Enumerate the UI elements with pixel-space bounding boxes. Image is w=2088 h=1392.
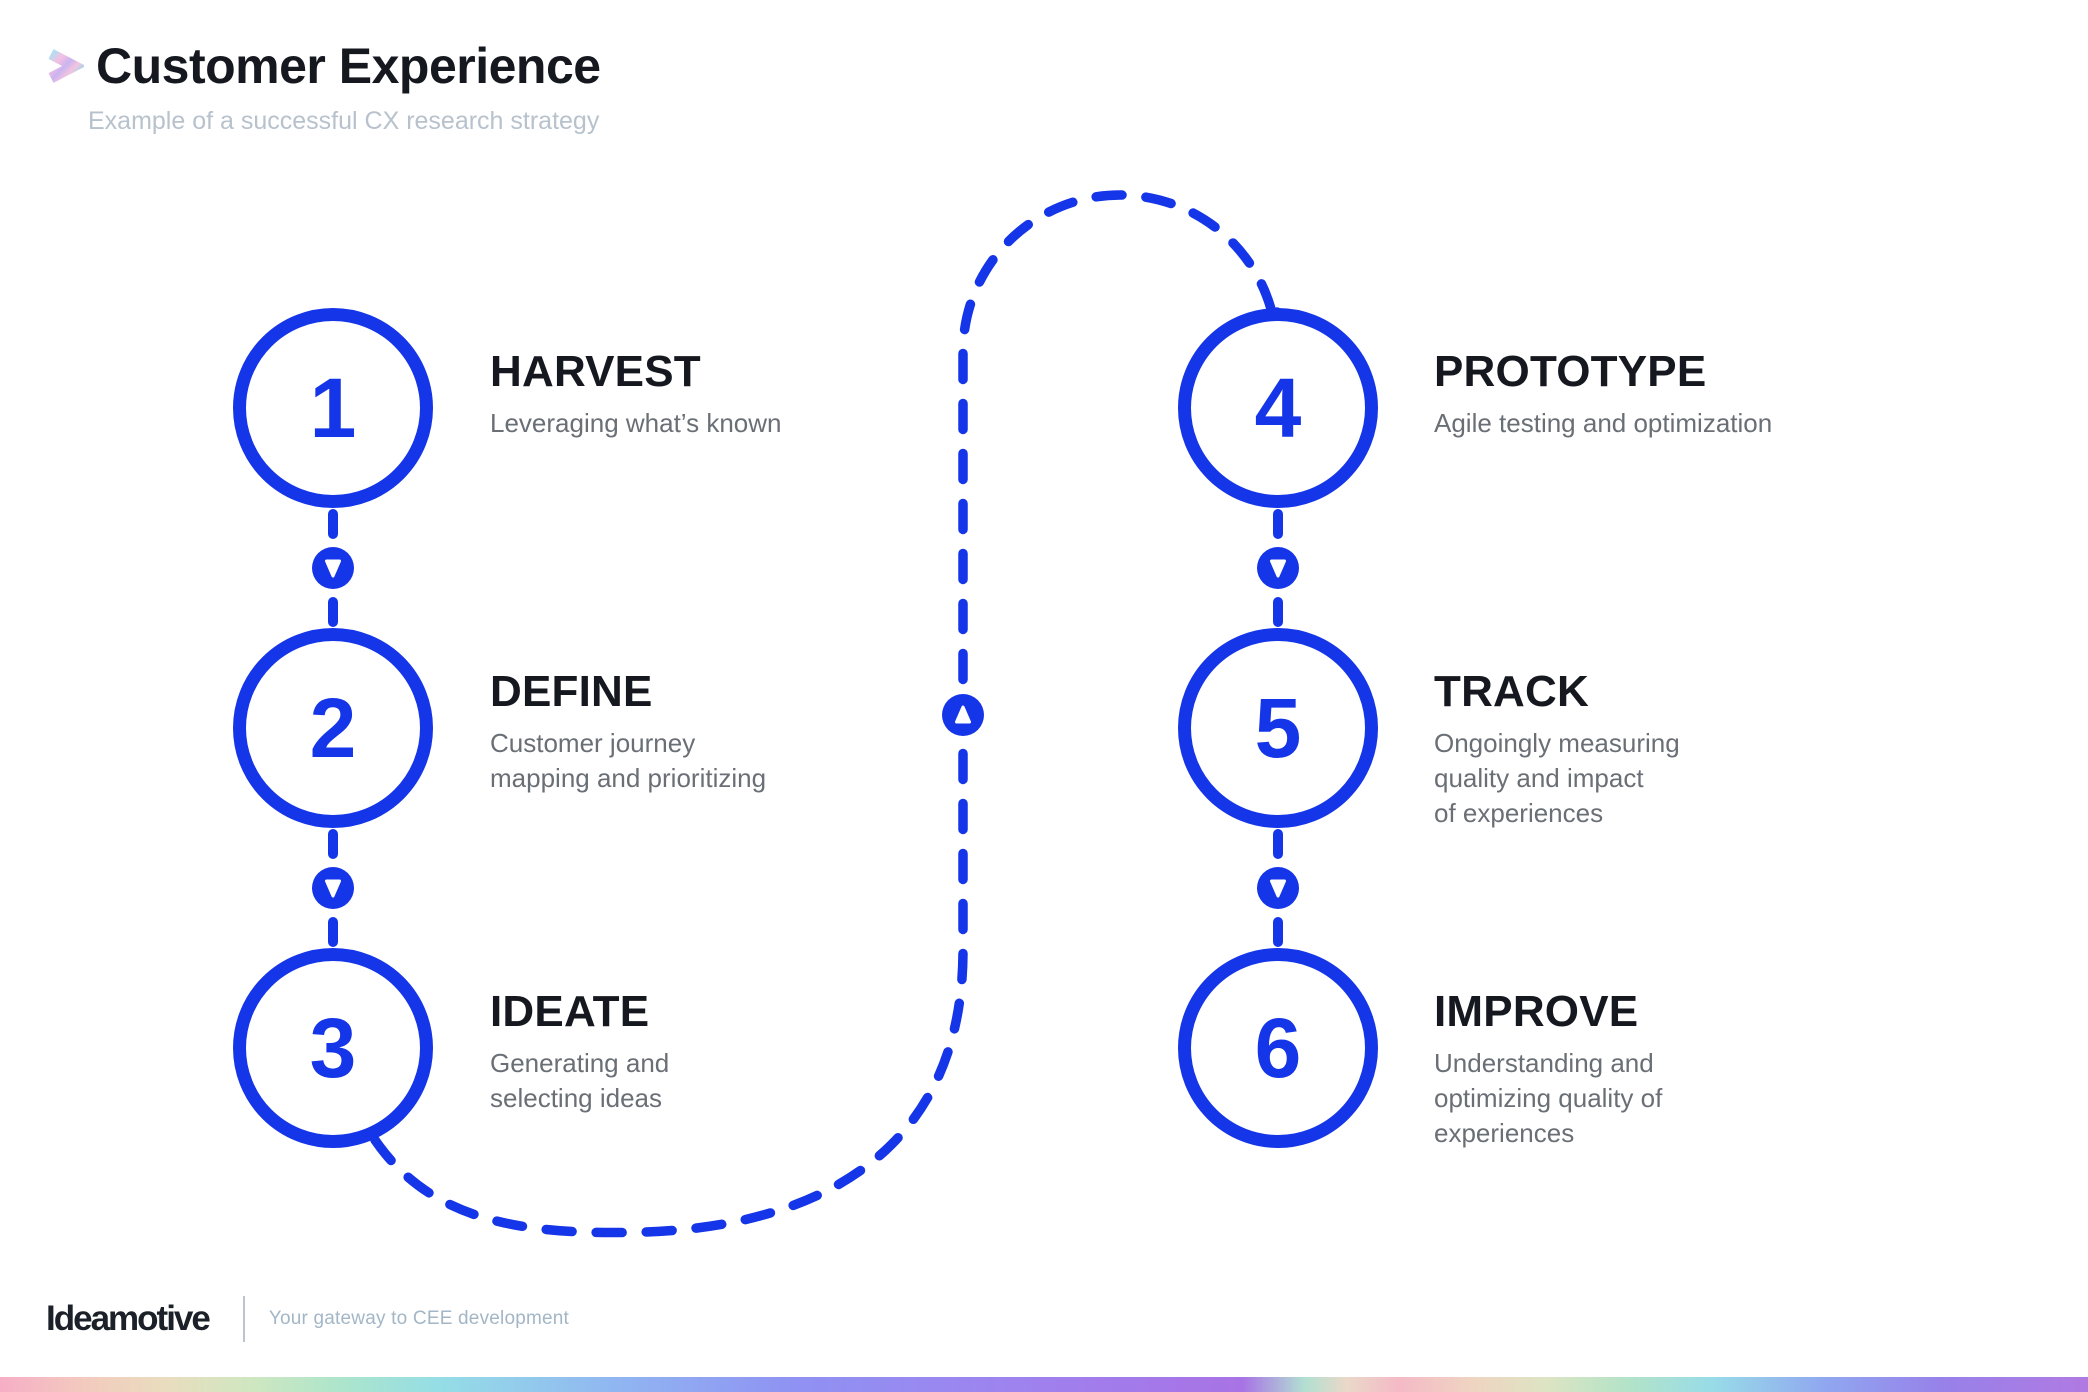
step-text-track: TRACK Ongoingly measuring quality and im… (1434, 666, 1854, 831)
step-number: 2 (309, 681, 357, 775)
arrow-down-dot-icon (1257, 547, 1299, 589)
step-desc-line: Understanding and (1434, 1048, 1654, 1078)
step-desc-line: experiences (1434, 1118, 1575, 1148)
step-desc-line: quality and impact (1434, 763, 1644, 793)
step-circle-2: 2 (233, 628, 433, 828)
step-title: DEFINE (490, 667, 653, 716)
step-circle-5: 5 (1178, 628, 1378, 828)
step-number: 1 (309, 361, 357, 455)
footer-tagline: Your gateway to CEE development (268, 1308, 570, 1329)
step-desc-line: Customer journey (490, 728, 696, 758)
holographic-chevron-right-icon (48, 49, 84, 84)
step-text-define: DEFINE Customer journey mapping and prio… (490, 666, 910, 796)
step-desc-line: mapping and prioritizing (490, 763, 767, 793)
step-text-harvest: HARVEST Leveraging what’s known (490, 346, 910, 441)
step-number: 6 (1254, 1001, 1302, 1095)
step-circle-3: 3 (233, 948, 433, 1148)
footer: Ideamotive Your gateway to CEE developme… (46, 1296, 569, 1342)
step-desc-line: of experiences (1434, 798, 1604, 828)
step-title: PROTOTYPE (1434, 347, 1707, 396)
brand-logo: Ideamotive (46, 1299, 211, 1338)
step-desc-line: Leveraging what’s known (490, 408, 782, 438)
step-text-prototype: PROTOTYPE Agile testing and optimization (1434, 346, 1854, 441)
step-number: 4 (1254, 361, 1302, 455)
step-title: IDEATE (490, 987, 650, 1036)
page-title: Customer Experience (96, 38, 601, 94)
step-desc-line: selecting ideas (490, 1083, 662, 1113)
arrow-down-dot-icon (1257, 867, 1299, 909)
step-desc-line: Agile testing and optimization (1434, 408, 1773, 438)
step-number: 3 (309, 1001, 357, 1095)
arrow-down-dot-icon (312, 547, 354, 589)
arrow-down-dot-icon (312, 867, 354, 909)
step-desc-line: optimizing quality of (1434, 1083, 1663, 1113)
step-circle-6: 6 (1178, 948, 1378, 1148)
arrow-up-dot-icon (942, 694, 984, 736)
footer-divider (242, 1296, 245, 1342)
step-number: 5 (1254, 681, 1302, 775)
step-text-improve: IMPROVE Understanding and optimizing qua… (1434, 986, 1854, 1151)
step-circle-1: 1 (233, 308, 433, 508)
step-title: TRACK (1434, 667, 1589, 716)
step-desc-line: Generating and (490, 1048, 670, 1078)
step-desc-line: Ongoingly measuring (1434, 728, 1680, 758)
rainbow-gradient-bar (0, 1377, 2088, 1392)
step-title: HARVEST (490, 347, 701, 396)
page-subtitle: Example of a successful CX research stra… (88, 106, 600, 135)
step-title: IMPROVE (1434, 987, 1639, 1036)
step-text-ideate: IDEATE Generating and selecting ideas (490, 986, 910, 1116)
header: Customer Experience Example of a success… (44, 40, 601, 136)
step-circle-4: 4 (1178, 308, 1378, 508)
